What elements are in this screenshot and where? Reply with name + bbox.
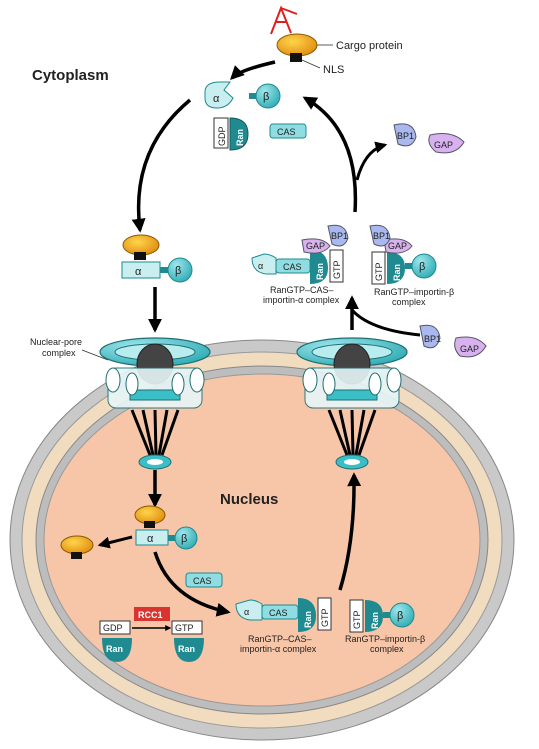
gap-label: GAP [460,344,479,354]
nuclear-pore-right [296,337,408,470]
arrow-cyto-right-up [302,96,358,213]
beta-symbol: β [263,91,269,103]
alpha-symbol: α [213,93,220,105]
nuclear-pore-left [99,337,211,470]
cas-label: CAS [269,608,288,618]
nuclear-pore-label: Nuclear-pore complex [30,337,109,361]
free-importin-alpha-top: α [204,81,234,109]
import-complex-cytoplasm: α β [121,234,193,283]
gtp-label: GTP [374,262,384,281]
ran-gdp-top: GDP Ran [213,117,249,151]
ran-label: Ran [178,644,195,654]
ran-label: Ran [315,263,325,280]
cas-label: CAS [283,262,302,272]
cargo-protein-label: Cargo protein [336,40,403,52]
complex-label-beta-line1: RanGTP–importin-β [345,634,425,644]
arrow-export-up [338,472,362,591]
gap-label: GAP [306,241,325,251]
beta-symbol: β [181,533,187,545]
alpha-symbol: α [147,533,154,545]
complex-label-alpha-line1: RanGTP–CAS– [248,634,312,644]
nls-block [290,53,302,62]
bp1-gap-incoming: BP1 GAP [419,324,487,358]
cas-label: CAS [277,127,296,137]
export-complex-alpha-cytoplasm: α CAS Ran GTP GAP BP1 RanGTP–CAS– import… [251,224,349,305]
nuclear-pore-label-line1: Nuclear-pore [30,337,82,347]
bp1-label: BP1 [397,131,414,141]
complex-label-alpha-line2: importin-α complex [263,295,340,305]
gdp-label: GDP [217,126,227,146]
beta-symbol: β [397,610,403,622]
gtp-label: GTP [320,608,330,627]
cas-free-top: CAS [269,123,307,139]
bp1-label: BP1 [331,231,348,241]
export-complex-beta-nucleus: GTP Ran β RanGTP–importin-β complex [345,599,425,654]
gdp-label: GDP [103,623,123,633]
arrow-cargo-binding [230,60,276,80]
ran-label: Ran [303,611,313,628]
import-complex-nucleus: α β [134,505,198,550]
arrow-bp1-gap-release [355,141,388,181]
cas-free-nucleus: CAS [185,572,223,588]
beta-symbol: β [175,265,181,277]
arrow-bp1-gap-join [350,308,421,337]
alpha-symbol: α [244,607,249,617]
ran-label: Ran [370,612,380,629]
handwritten-annotation: A [270,5,298,35]
complex-label-beta-line2: complex [370,644,404,654]
gtp-label: GTP [332,260,342,279]
gtp-label: GTP [175,623,194,633]
complex-label-beta-line1: RanGTP–importin-β [374,287,454,297]
cas-label: CAS [193,576,212,586]
bp1-gap-released: BP1 GAP [393,123,465,154]
arrow-cyto-left [131,98,192,233]
alpha-symbol: α [135,266,142,278]
nuclear-pore-label-line2: complex [42,348,76,358]
bp1-label: BP1 [373,231,390,241]
free-importin-beta-top: β [249,83,281,109]
rcc1-label: RCC1 [138,610,163,620]
nucleus-label: Nucleus [220,491,278,508]
complex-label-beta-line2: complex [392,297,426,307]
arrow-to-export-complex [153,551,231,617]
complex-label-alpha-line2: importin-α complex [240,644,317,654]
gap-label: GAP [434,140,453,150]
cytoplasm-label: Cytoplasm [32,67,109,84]
ran-label: Ran [392,264,402,281]
alpha-symbol: α [258,261,263,271]
arrow-cargo-release [97,535,133,549]
bp1-label: BP1 [424,334,441,344]
ran-label: Ran [106,644,123,654]
nls-label: NLS [323,64,344,76]
beta-symbol: β [419,261,425,273]
ran-label: Ran [235,129,245,146]
released-cargo [60,535,94,559]
rcc1-exchange: RCC1 GDP Ran GTP Ran [99,607,204,662]
gtp-label: GTP [352,610,362,629]
export-complex-alpha-nucleus: α CAS Ran GTP RanGTP–CAS– importin-α com… [235,597,332,654]
export-complex-beta-cytoplasm: GTP Ran β GAP BP1 RanGTP–importin-β comp… [369,224,454,307]
complex-label-alpha-line1: RanGTP–CAS– [270,285,334,295]
gap-label: GAP [388,241,407,251]
cargo-protein-top: Cargo protein NLS [276,33,403,76]
